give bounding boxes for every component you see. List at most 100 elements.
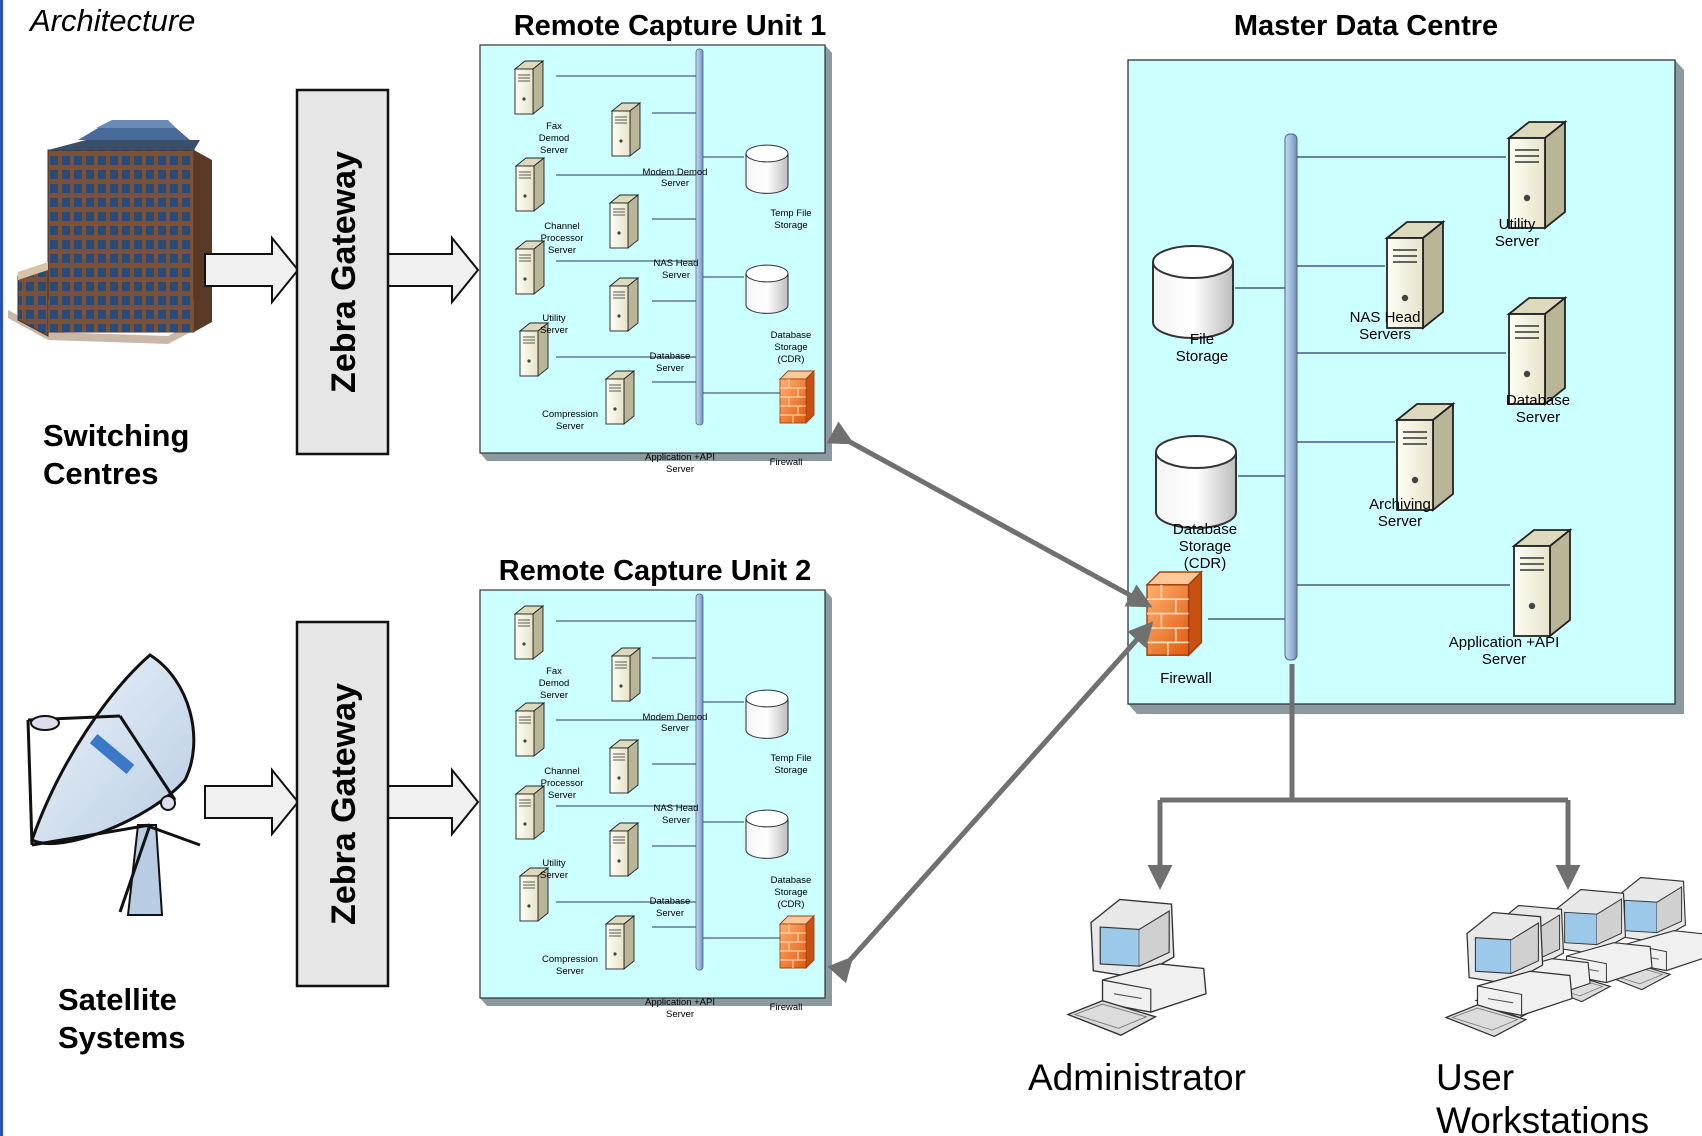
flow-arrow-gateway-to-rcu2: [387, 767, 480, 837]
rcu1-fax-server-label-2: Demod: [539, 133, 570, 144]
rcu1-fax-server-label-3: Server: [540, 145, 568, 156]
rcu1-channel-server-label: Channel: [544, 221, 579, 232]
rcu1-compression-server-label-2: Server: [556, 421, 584, 432]
rcu2-database-server-label-2: Server: [656, 908, 684, 919]
rcu1-db-storage-label: Database: [771, 330, 812, 341]
rcu1-temp-storage-label-2: Storage: [774, 220, 807, 231]
user-workstations-label-line1: User: [1436, 1057, 1514, 1098]
mdc-utility-server-label: Utility: [1499, 216, 1536, 233]
rcu1-panel: Fax Demod Server Modem Demod Server Chan…: [480, 45, 832, 475]
mdc-database-server-label-2: Server: [1516, 409, 1560, 426]
zebra-gateway-1: Zebra Gateway: [295, 88, 390, 456]
rcu1-fax-server-label: Fax: [546, 121, 562, 132]
user-workstations-icon: [1445, 876, 1702, 1038]
rcu2-nas-server-label-2: Server: [662, 815, 690, 826]
mdc-firewall-label: Firewall: [1160, 670, 1212, 687]
rcu1-application-server-label: Application +API: [645, 452, 715, 463]
mdc-archiving-server-label-2: Server: [1378, 513, 1422, 530]
rcu2-modem-server-label-2: Server: [661, 723, 689, 734]
rcu2-channel-server-label: Channel: [544, 766, 579, 777]
rcu1-database-server-label: Database: [650, 351, 691, 362]
section-title: Architecture: [28, 3, 195, 38]
mdc-archiving-server-label: Archiving: [1369, 496, 1431, 513]
mdc-db-storage-label-3: (CDR): [1184, 555, 1227, 572]
mdc-title: Master Data Centre: [1234, 10, 1498, 42]
rcu2-compression-server-label: Compression: [542, 954, 598, 965]
administrator-workstation-icon: [1067, 898, 1207, 1036]
mdc-db-storage-label-2: Storage: [1179, 538, 1232, 555]
firewall-links: [826, 421, 1154, 984]
client-links: [1147, 664, 1581, 890]
mdc-application-server-icon: [1513, 529, 1571, 637]
rcu2-channel-server-label-3: Server: [548, 790, 576, 801]
rcu1-channel-server-label-3: Server: [548, 245, 576, 256]
rcu1-nas-server-label-2: Server: [662, 270, 690, 281]
zebra-gateway-2-label: Zebra Gateway: [325, 683, 363, 925]
rcu2-title: Remote Capture Unit 2: [499, 555, 812, 587]
rcu1-title: Remote Capture Unit 1: [514, 10, 827, 42]
mdc-firewall-icon: [1146, 571, 1203, 657]
rcu2-db-storage-label: Database: [771, 875, 812, 886]
mdc-application-server-label: Application +API: [1449, 634, 1560, 651]
rcu1-channel-server-label-2: Processor: [541, 233, 584, 244]
satellite-systems-label-line1: Satellite: [58, 982, 177, 1017]
rcu1-database-server-label-2: Server: [656, 363, 684, 374]
mdc-nas-servers-label-2: Servers: [1359, 326, 1411, 343]
mdc-archiving-server-icon: [1396, 403, 1454, 511]
administrator-label: Administrator: [1028, 1057, 1246, 1098]
rcu1-application-server-label-2: Server: [666, 464, 694, 475]
zebra-gateway-1-label: Zebra Gateway: [325, 151, 363, 393]
rcu1-modem-server-label: Modem Demod: [643, 167, 708, 178]
mdc-application-server-label-2: Server: [1482, 651, 1526, 668]
rcu2-fax-server-label-3: Server: [540, 690, 568, 701]
flow-arrow-switching-to-gateway: [204, 235, 300, 305]
user-workstations-label-line2: Workstations: [1436, 1100, 1649, 1136]
rcu1-firewall-label: Firewall: [770, 457, 803, 468]
flow-arrow-satellite-to-gateway: [204, 767, 300, 837]
mdc-panel: Utility Server NAS Head Servers Database…: [1127, 59, 1684, 714]
rcu2-firewall-label: Firewall: [770, 1002, 803, 1013]
mdc-utility-server-label-2: Server: [1495, 233, 1539, 250]
rcu2-channel-server-label-2: Processor: [541, 778, 584, 789]
satellite-dish-icon: [26, 653, 201, 916]
rcu2-compression-server-label-2: Server: [556, 966, 584, 977]
rcu2-db-storage-label-3: (CDR): [778, 899, 805, 910]
rcu2-database-server-label: Database: [650, 896, 691, 907]
rcu1-db-storage-label-3: (CDR): [778, 354, 805, 365]
mdc-file-storage-label-2: Storage: [1176, 348, 1229, 365]
mdc-file-storage-label: File: [1190, 331, 1214, 348]
mdc-db-storage-label: Database: [1173, 521, 1237, 538]
rcu1-nas-server-label: NAS Head: [654, 258, 699, 269]
building-icon: [8, 120, 212, 344]
rcu2-utility-server-label: Utility: [542, 858, 565, 869]
rcu2-nas-server-label: NAS Head: [654, 803, 699, 814]
switching-centres-label-line2: Centres: [43, 456, 158, 491]
mdc-db-storage-icon: [1155, 435, 1237, 529]
rcu2-fax-server-label: Fax: [546, 666, 562, 677]
rcu1-utility-server-label: Utility: [542, 313, 565, 324]
rcu2-application-server-label-2: Server: [666, 1009, 694, 1020]
rcu1-modem-server-label-2: Server: [661, 178, 689, 189]
zebra-gateway-2: Zebra Gateway: [295, 620, 390, 988]
mdc-database-server-label: Database: [1506, 392, 1570, 409]
slide-left-border: [0, 0, 3, 1136]
rcu2-application-server-label: Application +API: [645, 997, 715, 1008]
rcu1-db-storage-label-2: Storage: [774, 342, 807, 353]
rcu2-utility-server-label-2: Server: [540, 870, 568, 881]
satellite-systems-label-line2: Systems: [58, 1020, 186, 1055]
rcu2-temp-storage-label-2: Storage: [774, 765, 807, 776]
mdc-utility-server-icon: [1508, 121, 1566, 229]
mdc-file-storage-icon: [1152, 245, 1234, 339]
rcu2-panel: Fax Demod Server Modem Demod Server Chan…: [480, 590, 832, 1020]
mdc-database-server-icon: [1508, 297, 1566, 405]
switching-centres-label-line1: Switching: [43, 418, 189, 453]
rcu1-temp-storage-label: Temp File: [770, 208, 811, 219]
rcu2-temp-storage-label: Temp File: [770, 753, 811, 764]
rcu1-compression-server-label: Compression: [542, 409, 598, 420]
mdc-nas-servers-label: NAS Head: [1350, 309, 1421, 326]
rcu1-utility-server-label-2: Server: [540, 325, 568, 336]
rcu2-fax-server-label-2: Demod: [539, 678, 570, 689]
rcu2-modem-server-label: Modem Demod: [643, 712, 708, 723]
